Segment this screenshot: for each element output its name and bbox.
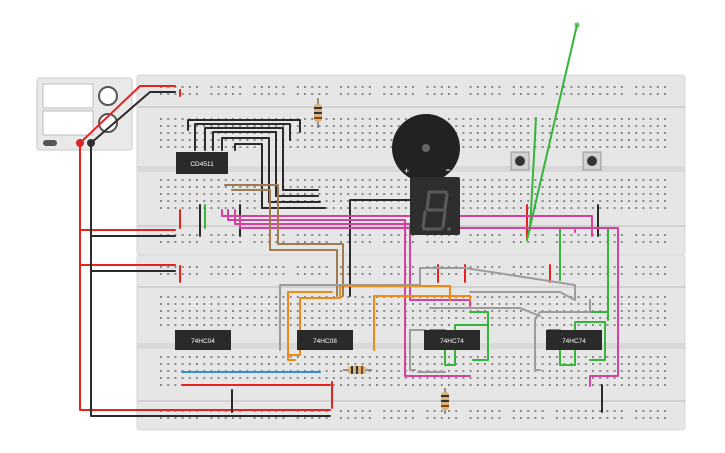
wire-magenta[interactable] xyxy=(221,209,593,237)
wire-red[interactable] xyxy=(79,142,331,411)
resistor-icon[interactable] xyxy=(314,98,322,128)
wire-black[interactable] xyxy=(90,142,331,417)
wire-green[interactable] xyxy=(526,24,578,241)
wires xyxy=(79,24,619,417)
chip-label: 74HC08 xyxy=(313,338,337,345)
pushbutton-icon[interactable] xyxy=(582,151,602,171)
probe-tip[interactable] xyxy=(574,22,580,28)
seven-segment-icon[interactable] xyxy=(410,177,460,235)
current-knob[interactable] xyxy=(98,113,118,133)
chip-cd4511[interactable]: CD4511 xyxy=(176,152,228,174)
chip-label: 74HC04 xyxy=(191,338,215,345)
resistor-icon[interactable] xyxy=(343,366,372,374)
chip-74hc04[interactable]: 74HC04 xyxy=(175,330,231,350)
resistor-icon[interactable] xyxy=(441,388,449,414)
chip-label: 74HC74 xyxy=(440,338,464,345)
voltage-knob[interactable] xyxy=(98,86,118,106)
buzzer-icon[interactable]: + xyxy=(392,114,460,182)
power-supply[interactable] xyxy=(36,77,133,151)
pushbutton-icon[interactable] xyxy=(510,151,530,171)
buzzer-plus-label: + xyxy=(404,166,409,176)
chip-label: CD4511 xyxy=(190,161,214,168)
chip-74hc74-right[interactable]: 74HC74 xyxy=(546,330,602,350)
chip-label: 74HC74 xyxy=(562,338,586,345)
wire-red[interactable] xyxy=(79,85,176,144)
chip-74hc08[interactable]: 74HC08 xyxy=(297,330,353,350)
chip-74hc74-left[interactable]: 74HC74 xyxy=(424,330,480,350)
power-switch[interactable] xyxy=(43,140,57,146)
